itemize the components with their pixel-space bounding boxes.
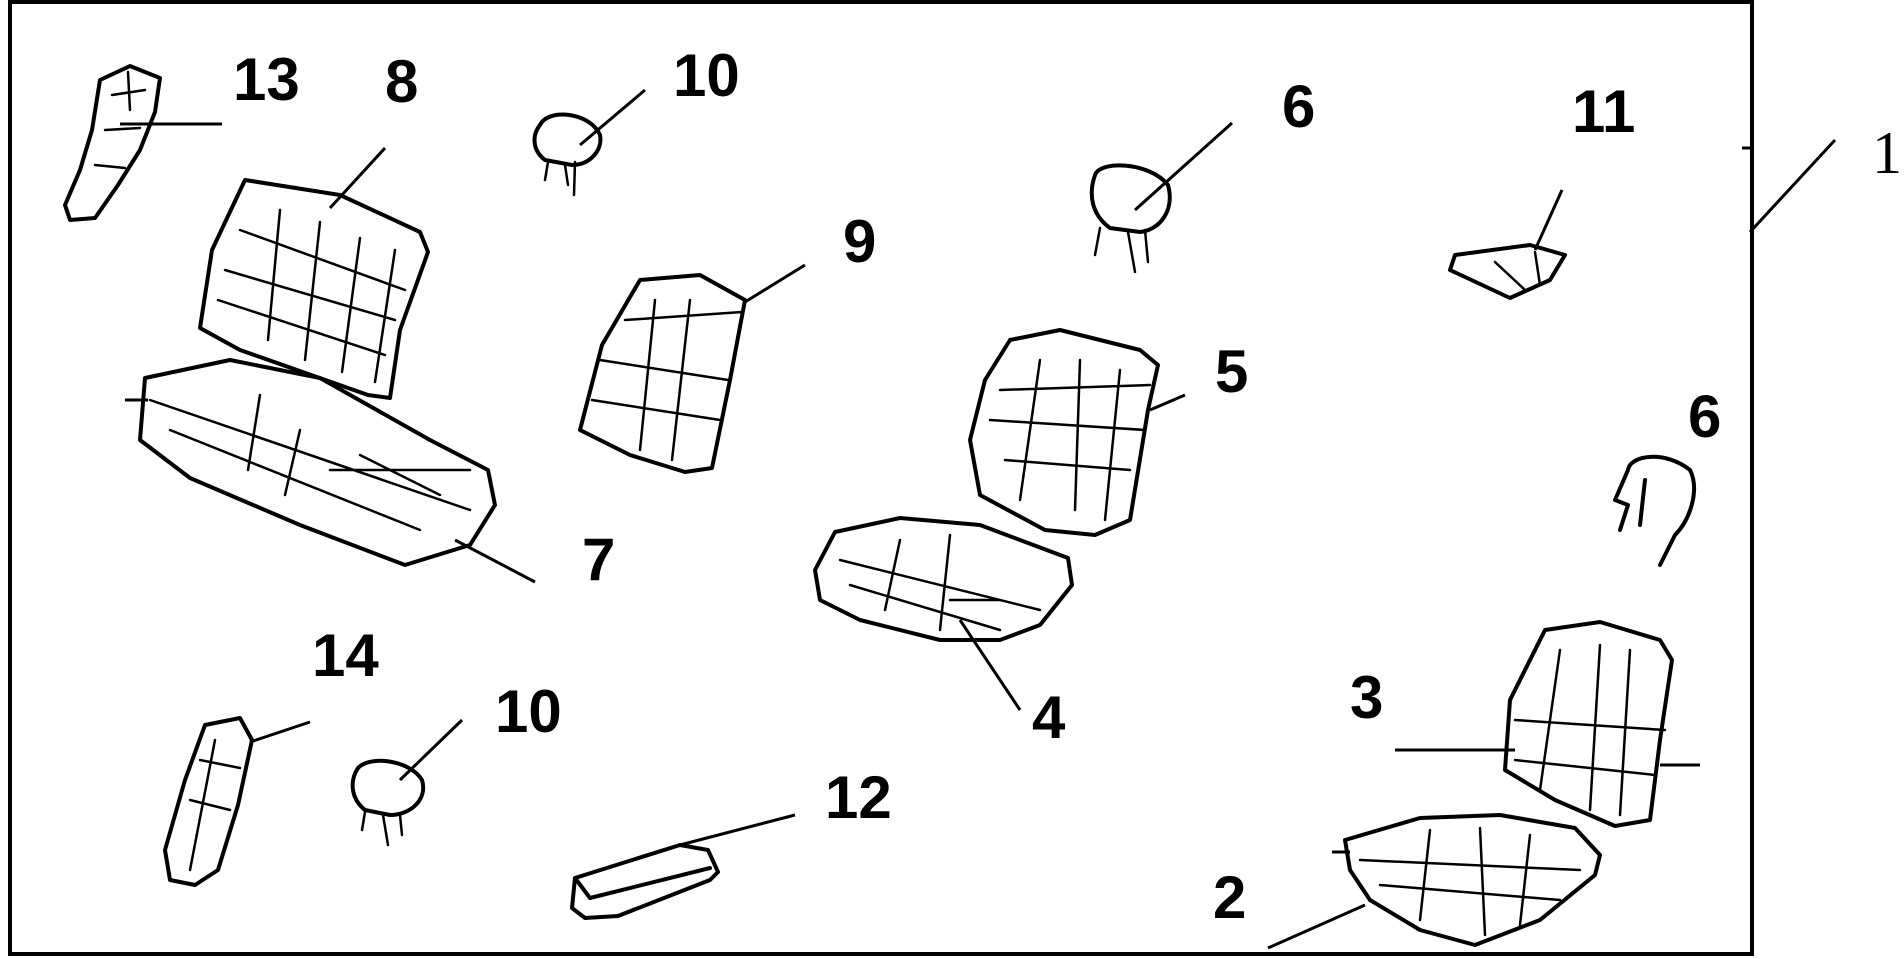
part-14-armrest xyxy=(163,716,254,887)
leader-7 xyxy=(454,538,536,584)
leader-12 xyxy=(679,813,796,847)
part-13-armrest xyxy=(63,64,162,222)
leader-14 xyxy=(249,720,311,744)
callout-6b: 6 xyxy=(1688,383,1722,450)
leader-2 xyxy=(1267,903,1366,950)
leader-11 xyxy=(1533,189,1564,251)
part-5-front-seatback xyxy=(968,328,1160,537)
part-9-center-back xyxy=(578,273,747,474)
callout-14: 14 xyxy=(312,622,379,689)
callout-7: 7 xyxy=(582,526,616,593)
callout-4: 4 xyxy=(1032,684,1066,751)
part-10-headrest-top xyxy=(532,112,603,197)
leader-10b xyxy=(398,718,464,782)
part-7-rear-cushion xyxy=(138,358,497,567)
part-2-cushion-right xyxy=(1343,813,1602,947)
leader-6a xyxy=(1133,121,1234,212)
callout-12: 12 xyxy=(825,764,892,831)
leader-5 xyxy=(1149,393,1186,412)
part-6-headrest-a xyxy=(1089,163,1172,274)
part-4-front-cushion xyxy=(813,516,1074,642)
leader-9 xyxy=(744,263,806,304)
part-11-cover xyxy=(1448,243,1567,300)
callout-13: 13 xyxy=(233,46,300,113)
part-12-block xyxy=(570,843,720,920)
leader-8 xyxy=(328,146,387,210)
callout-10b: 10 xyxy=(495,678,562,745)
part-8-rear-seatback xyxy=(198,178,430,400)
callout-5: 5 xyxy=(1215,338,1249,405)
callout-1: 1 xyxy=(1872,120,1902,186)
callout-8: 8 xyxy=(385,48,419,115)
callout-2: 2 xyxy=(1213,864,1247,931)
callout-9: 9 xyxy=(843,208,877,275)
callout-6a: 6 xyxy=(1282,73,1316,140)
leader-4 xyxy=(958,619,1022,711)
callout-11: 11 xyxy=(1572,78,1636,145)
diagram-frame xyxy=(8,0,1754,956)
leader-1 xyxy=(1748,138,1837,234)
part-3-seatback-right xyxy=(1503,620,1674,828)
part-10-headrest-bottom xyxy=(350,758,426,847)
part-6-headrest-b xyxy=(1613,454,1696,567)
callout-3: 3 xyxy=(1350,664,1384,731)
callout-10a: 10 xyxy=(673,42,740,109)
leader-10a xyxy=(579,88,646,147)
